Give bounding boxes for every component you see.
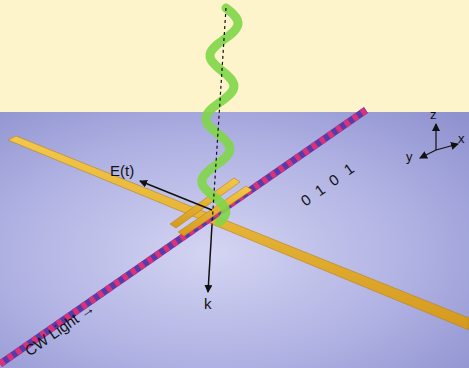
field-label: E(t): [110, 163, 134, 178]
field-arrow: [140, 181, 212, 210]
waveguide: [0, 110, 366, 364]
wavevector-label: k: [204, 296, 212, 311]
axes: [420, 124, 458, 158]
axis-label: z: [430, 108, 437, 121]
electrode-strip: [8, 136, 469, 330]
axis-label: y: [406, 150, 413, 163]
axis-label: x: [458, 132, 465, 145]
substrate-plane: [0, 112, 469, 368]
k-arrow: [208, 225, 212, 292]
incidence-line: [212, 8, 226, 225]
light-wave: [202, 8, 238, 222]
